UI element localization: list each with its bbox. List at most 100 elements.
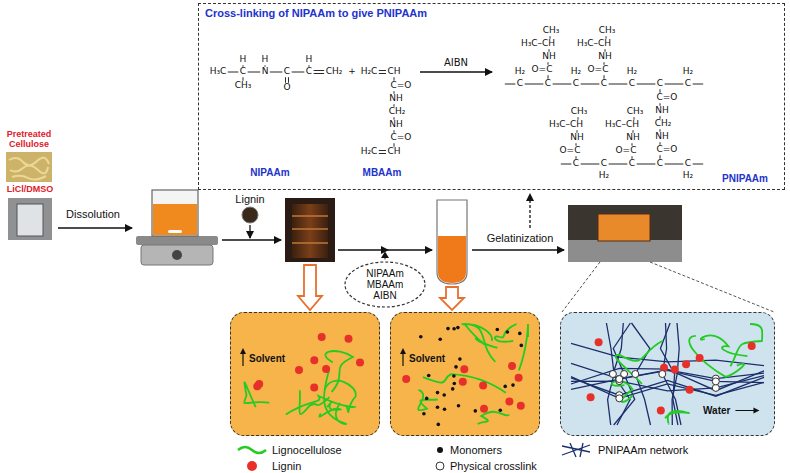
lignocellulose-chain <box>519 324 528 371</box>
monomer-dot <box>511 383 515 387</box>
chemical-bond <box>248 72 260 73</box>
legend-label: Lignocellulose <box>272 444 342 456</box>
text-stack: NIPAAmMBAAmAIBN <box>366 268 404 301</box>
lignocellulose-chain <box>324 370 347 424</box>
monomer-dot <box>451 387 455 391</box>
chemical-bond <box>665 164 684 165</box>
atom-label: CH₃ <box>599 26 616 36</box>
atom-label: C <box>517 79 523 89</box>
sample-label: Pretreated Cellulose <box>1 130 57 150</box>
monomer-dot <box>422 412 426 416</box>
lignocellulose-chain <box>464 324 495 362</box>
chain-end <box>505 84 516 85</box>
lignin-dot <box>460 365 468 373</box>
atom-label: C <box>573 79 579 89</box>
atom-label: CH₂ <box>326 67 343 77</box>
lignin-dot <box>595 338 603 346</box>
solution-panel: Solvent <box>230 312 380 436</box>
legend-label: Physical crosslink <box>450 460 537 472</box>
panel-illustration <box>391 313 539 435</box>
atom-label: C <box>657 79 663 89</box>
lignin-dot <box>345 335 353 343</box>
atom-label: NH <box>389 94 403 104</box>
legend-swatch <box>437 447 443 453</box>
legend-swatch <box>247 461 257 471</box>
monomer-dot <box>427 374 431 378</box>
crosslink-circle <box>712 384 719 391</box>
arrowhead <box>381 252 389 259</box>
atom-label: NH <box>598 52 612 62</box>
lignocellulose-chain <box>701 335 748 356</box>
solution-photo <box>285 198 335 262</box>
atom-label: C <box>685 79 691 89</box>
beaker <box>152 190 198 236</box>
atom-label: H <box>240 55 247 65</box>
stir-bar <box>168 230 182 233</box>
monomer-dot <box>503 385 507 389</box>
crosslink-circle <box>616 375 623 382</box>
crosslink-circle <box>609 371 616 378</box>
monomer-dot <box>456 326 460 330</box>
atom-label: H₂ <box>571 67 581 77</box>
lignocellulose-chain <box>730 324 762 366</box>
compound-name: PNIPAAm <box>722 173 768 184</box>
atom-label: H₂C <box>361 147 378 157</box>
compound-name: NIPAAm <box>250 167 289 178</box>
atom-label: H₂ <box>627 67 637 77</box>
arrowhead <box>240 348 246 354</box>
lignin-dot <box>356 359 364 367</box>
reaction-scheme-box: Cross-linking of NIPAAm to give PNIPAAm <box>198 3 785 190</box>
process-arrow <box>472 249 564 251</box>
atom-label: CH <box>387 67 400 77</box>
lignocellulose-chain <box>423 374 506 393</box>
monomer-dot <box>453 382 457 386</box>
lignocellulose-chain <box>666 411 690 424</box>
chemical-bond <box>285 77 286 83</box>
lignin-dot <box>479 381 487 389</box>
gel-photo-table <box>568 240 682 262</box>
chemical-bond <box>314 70 325 71</box>
monomer-dot <box>496 328 500 332</box>
monomer-dot <box>438 338 442 342</box>
panel-label: Water <box>701 405 732 416</box>
atom-label: C <box>629 79 635 89</box>
atom-label: H₂ <box>683 171 693 181</box>
atom-label: H <box>262 55 269 65</box>
atom-label: H <box>306 55 313 65</box>
monomer-dot <box>443 407 447 411</box>
chemical-bond <box>609 84 628 85</box>
solvent-photo <box>8 198 52 240</box>
reagent-label: AIBN <box>444 57 468 68</box>
ellipse-text: MBAAm <box>366 279 404 290</box>
atom-label: O=C <box>588 65 609 75</box>
crosslink-circle <box>616 376 623 383</box>
lignin-dot <box>517 402 525 410</box>
process-arrow <box>249 225 250 238</box>
atom-label: NH <box>626 133 640 143</box>
ellipse-text: NIPAAm <box>366 268 404 279</box>
atom-label: CH₃ <box>627 107 644 117</box>
monomer-dot <box>446 327 450 331</box>
lignin-photo <box>242 207 258 223</box>
monomer-dot <box>518 332 522 336</box>
lignin-dot <box>480 405 488 413</box>
step-label: Dissolution <box>66 208 120 220</box>
legend-label: PNIPAAm network <box>598 444 688 456</box>
hydrogel-panel: Water <box>560 312 775 436</box>
lignin-dot <box>696 354 704 362</box>
sample-label: LiCl/DMSO <box>7 185 54 195</box>
atom-label: C <box>657 159 663 169</box>
atom-label: NH <box>655 106 669 116</box>
atom-label: C <box>601 79 607 89</box>
atom-label: C <box>240 67 246 77</box>
chemical-bond <box>581 164 600 165</box>
atom-label: CH₂ <box>389 107 406 117</box>
chain-end <box>561 164 572 165</box>
lignocellulose-chain <box>612 381 633 402</box>
atom-label: H₂C <box>361 67 378 77</box>
atom-label: C <box>685 159 691 169</box>
cellulose-photo <box>6 152 52 182</box>
lignin-dot <box>671 366 679 374</box>
atom-label: H₃C–CH <box>549 120 583 130</box>
lignin-dot <box>508 362 516 370</box>
